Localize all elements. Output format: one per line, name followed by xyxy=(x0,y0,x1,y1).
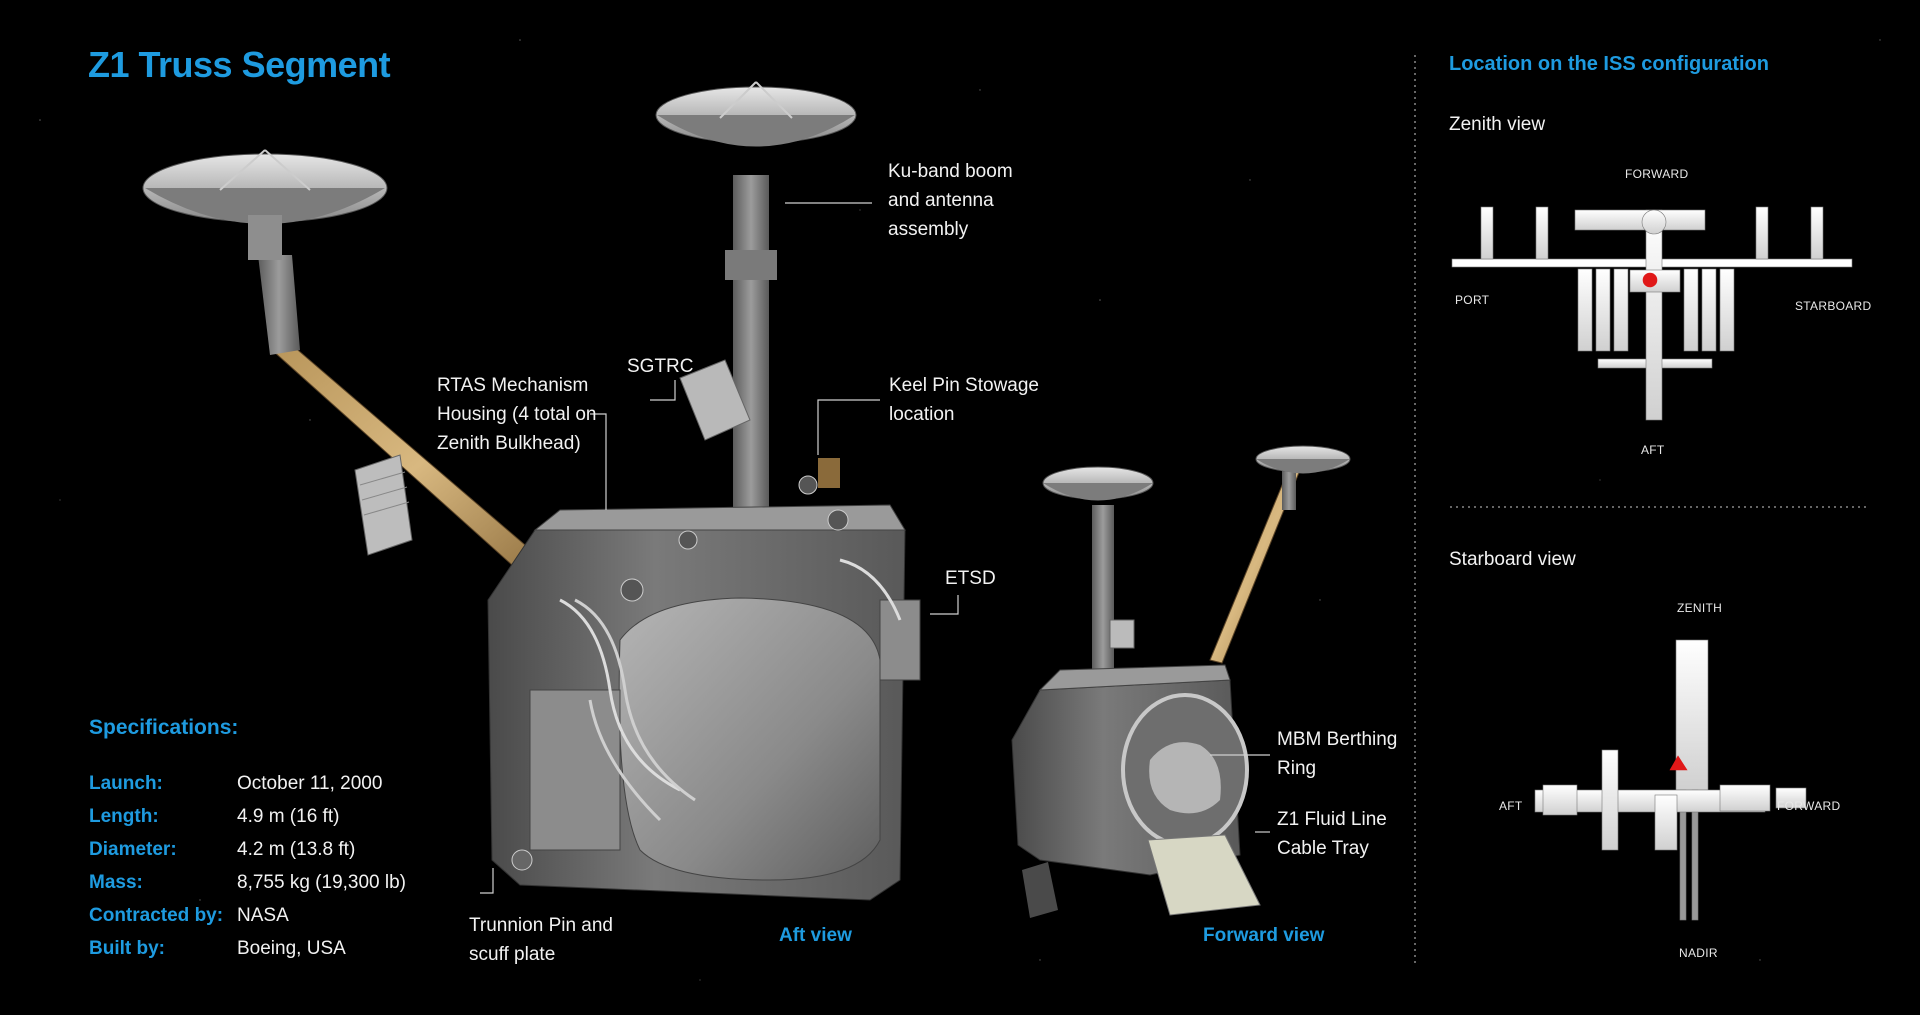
label-etsd: ETSD xyxy=(945,568,996,589)
spec-row-mass: Mass: 8,755 kg (19,300 lb) xyxy=(89,872,407,893)
z1-highlight-starboard xyxy=(1669,755,1688,771)
caption-aft-view: Aft view xyxy=(779,925,852,946)
zenith-label-starboard: STARBOARD xyxy=(1795,299,1872,313)
aft-view-model xyxy=(142,81,921,901)
caption-forward-view: Forward view xyxy=(1203,925,1325,946)
zenith-view-title: Zenith view xyxy=(1449,114,1546,135)
zenith-label-port: PORT xyxy=(1455,293,1490,307)
forward-view-model xyxy=(1011,445,1351,918)
spec-row-diameter: Diameter: 4.2 m (13.8 ft) xyxy=(89,839,356,860)
starfield xyxy=(39,39,1881,981)
label-fluid-line-cable-tray: Z1 Fluid Line Cable Tray xyxy=(1277,809,1387,859)
page-title: Z1 Truss Segment xyxy=(88,44,391,85)
spec-row-length: Length: 4.9 m (16 ft) xyxy=(89,806,340,827)
spec-row-built-by: Built by: Boeing, USA xyxy=(89,938,346,959)
starboard-label-zenith: ZENITH xyxy=(1677,601,1723,615)
iss-zenith-diagram xyxy=(1451,206,1853,421)
zenith-label-forward: FORWARD xyxy=(1625,167,1689,181)
spec-row-launch: Launch: October 11, 2000 xyxy=(89,773,383,794)
location-heading: Location on the ISS configuration xyxy=(1449,53,1769,75)
label-sgtrc: SGTRC xyxy=(627,356,694,377)
label-trunnion-pin: Trunnion Pin and scuff plate xyxy=(469,915,614,965)
label-mbm-berthing-ring: MBM Berthing Ring xyxy=(1277,729,1398,779)
zenith-label-aft: AFT xyxy=(1641,443,1665,457)
starboard-view-title: Starboard view xyxy=(1449,549,1576,570)
iss-starboard-diagram xyxy=(1534,639,1807,921)
specs-table: Launch: October 11, 2000 Length: 4.9 m (… xyxy=(89,773,406,971)
starboard-label-forward: FORWARD xyxy=(1777,799,1841,813)
starboard-label-aft: AFT xyxy=(1499,799,1523,813)
leader-lines xyxy=(480,202,1270,894)
spec-row-contracted-by: Contracted by: NASA xyxy=(89,905,289,926)
starboard-label-nadir: NADIR xyxy=(1679,946,1718,960)
label-keel-pin-stowage: Keel Pin Stowage location xyxy=(889,375,1039,425)
z1-highlight-zenith xyxy=(1642,272,1658,288)
label-ku-band-antenna: Ku-band boom and antenna assembly xyxy=(888,161,1013,240)
label-rtas-mechanism: RTAS Mechanism Housing (4 total on Zenit… xyxy=(437,375,597,454)
specs-heading: Specifications: xyxy=(89,716,239,739)
